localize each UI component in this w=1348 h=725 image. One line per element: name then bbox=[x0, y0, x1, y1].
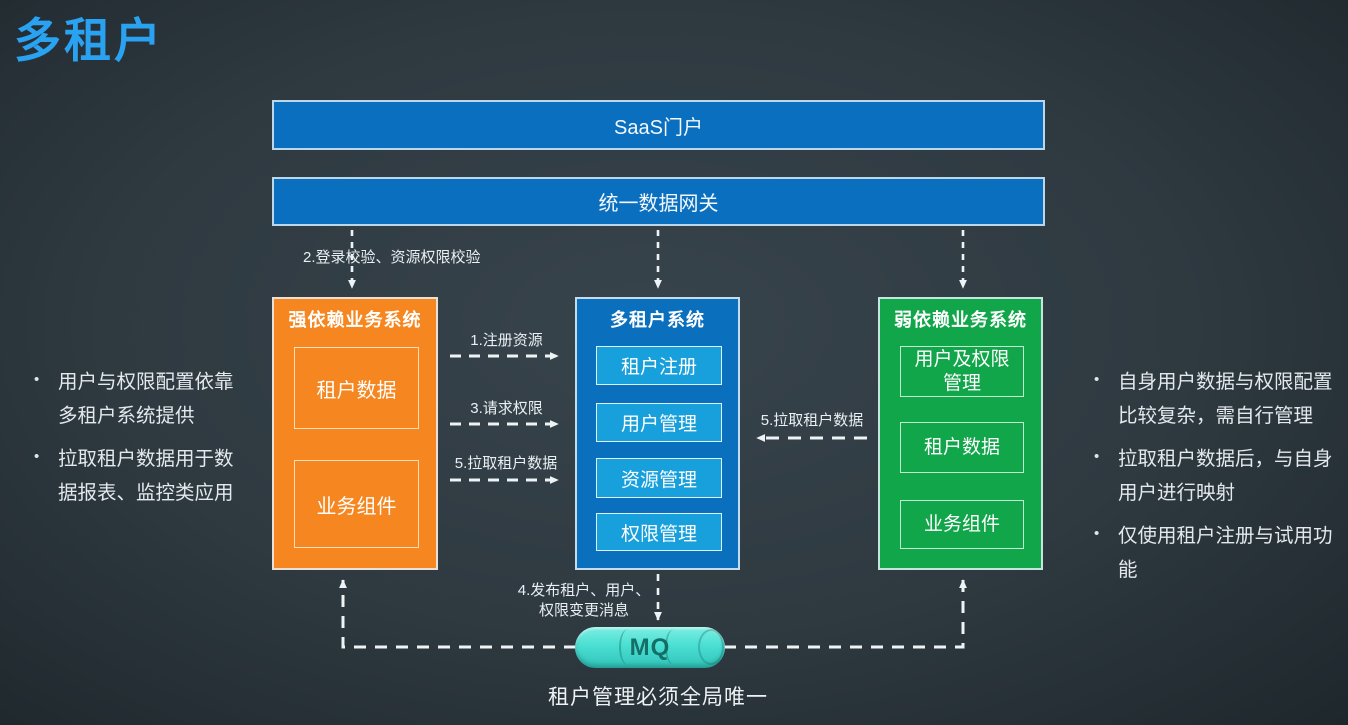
note-item: 自身用户数据与权限配置比较复杂，需自行管理 bbox=[1090, 366, 1348, 433]
arrow-label-login-check: 2.登录校验、资源权限校验 bbox=[303, 249, 481, 266]
mq-cylinder-arc bbox=[619, 629, 637, 665]
saas-portal-label: SaaS门户 bbox=[614, 116, 703, 139]
global-unique-note: 租户管理必须全局唯一 bbox=[548, 686, 768, 709]
data-gateway-bar: 统一数据网关 bbox=[272, 177, 1045, 226]
weak-dependency-system-box: 弱依赖业务系统 用户及权限管理 租户数据 业务组件 bbox=[878, 297, 1043, 570]
right-notes-list: 自身用户数据与权限配置比较复杂，需自行管理 拉取租户数据后，与自身用户进行映射 … bbox=[1090, 366, 1348, 597]
strong-tenant-data-box: 租户数据 bbox=[294, 347, 419, 429]
mt-permission-management-box: 权限管理 bbox=[596, 513, 722, 551]
note-item: 拉取租户数据后，与自身用户进行映射 bbox=[1090, 443, 1348, 510]
weak-tenant-data-box: 租户数据 bbox=[900, 422, 1024, 473]
mq-cylinder-arc bbox=[665, 629, 683, 665]
note-item: 用户与权限配置依靠多租户系统提供 bbox=[30, 366, 245, 433]
left-notes-list: 用户与权限配置依靠多租户系统提供 拉取租户数据用于数据报表、监控类应用 bbox=[30, 366, 245, 520]
weak-system-title: 弱依赖业务系统 bbox=[894, 310, 1027, 330]
multi-tenant-system-box: 多租户系统 租户注册 用户管理 资源管理 权限管理 bbox=[575, 297, 740, 570]
weak-business-component-box: 业务组件 bbox=[900, 500, 1024, 549]
mq-cylinder-endcap bbox=[698, 629, 724, 665]
strong-dependency-system-box: 强依赖业务系统 租户数据 业务组件 bbox=[272, 297, 438, 570]
page-title: 多租户 bbox=[14, 14, 164, 67]
arrow-mq-to-weak bbox=[724, 579, 967, 649]
saas-portal-bar: SaaS门户 bbox=[272, 100, 1045, 150]
note-item: 拉取租户数据用于数据报表、监控类应用 bbox=[30, 443, 245, 510]
note-item: 仅使用租户注册与试用功能 bbox=[1090, 520, 1348, 587]
arrow-label-request-permission: 3.请求权限 bbox=[470, 400, 543, 417]
multi-tenant-system-title: 多租户系统 bbox=[610, 310, 705, 330]
strong-business-component-box: 业务组件 bbox=[294, 460, 419, 548]
data-gateway-label: 统一数据网关 bbox=[598, 193, 719, 215]
mq-cylinder: MQ bbox=[575, 627, 725, 668]
weak-user-permission-management-box: 用户及权限管理 bbox=[900, 346, 1024, 397]
arrow-label-pull-tenant-right: 5.拉取租户数据 bbox=[760, 412, 864, 429]
mt-resource-management-box: 资源管理 bbox=[596, 458, 722, 498]
strong-system-title: 强依赖业务系统 bbox=[288, 310, 422, 330]
mt-user-management-box: 用户管理 bbox=[596, 403, 722, 442]
arrow-label-publish-changes: 4.发布租户、用户、权限变更消息 bbox=[517, 582, 651, 620]
arrow-label-register-resource: 1.注册资源 bbox=[470, 332, 543, 349]
mt-tenant-register-box: 租户注册 bbox=[596, 346, 722, 385]
arrow-label-pull-tenant-left: 5.拉取租户数据 bbox=[454, 455, 558, 472]
